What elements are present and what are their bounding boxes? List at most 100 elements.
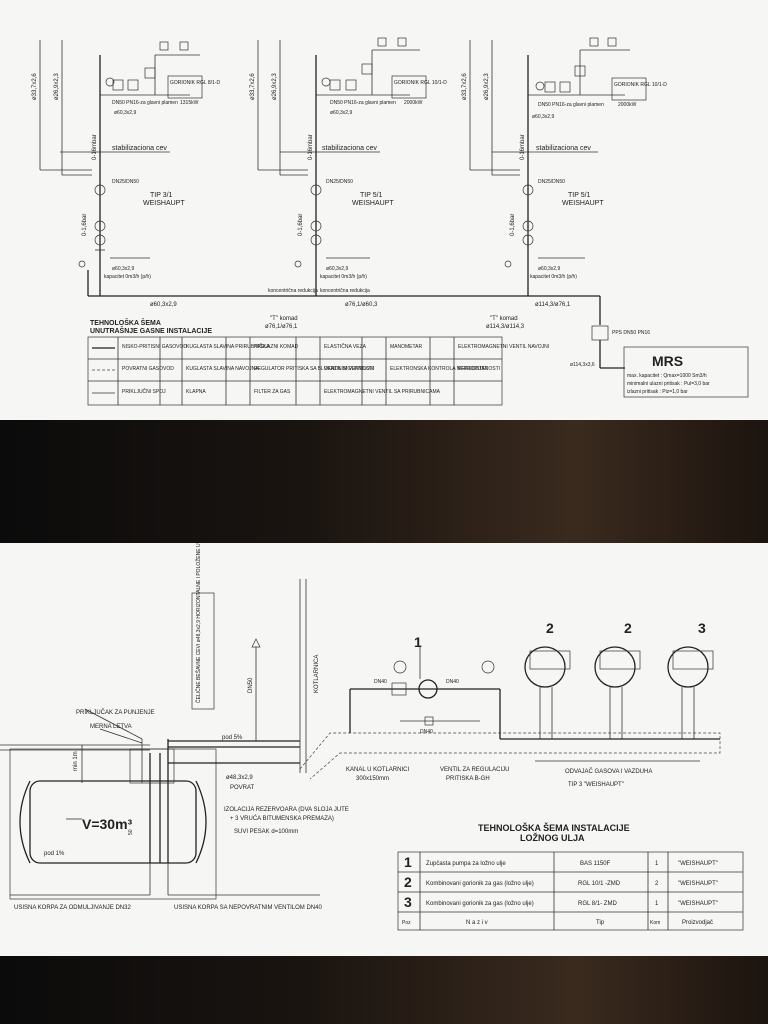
- b1-power: 1315kW: [180, 100, 199, 106]
- mrs-title: MRS: [652, 353, 683, 369]
- gas-branch-1: ø33,7x2,6 ø26,9x2,3 0-16mbar 0-1,6bar st…: [32, 40, 220, 296]
- t-komad-label-1: "T" komad: [270, 316, 298, 322]
- min-depth-label: min 1m: [73, 751, 79, 771]
- b1-dn: DN25/DN50: [112, 179, 139, 185]
- row2-proizvodjac: "WEISHAUPT": [678, 881, 718, 887]
- mrs-box: [623, 346, 749, 398]
- b2-power: 2000kW: [404, 100, 423, 106]
- mrs-line-1: max. kapacitet : Qmax=1000 Sm3/h: [627, 373, 707, 379]
- header-poz: Poz: [402, 920, 411, 926]
- dn40-c: DN40: [420, 729, 433, 735]
- legend-r1-c5: MANOMETAR: [390, 344, 423, 350]
- b2-meas: ø60,3x2,9: [330, 110, 352, 116]
- legend-r1-c4: ELASTIČNA VEZA: [324, 343, 367, 350]
- b3-meas: ø60,3x2,9: [532, 114, 554, 120]
- row3-naziv: Kombinovani gorionik za gas (ložno ulje): [426, 901, 534, 907]
- callout-3: 3: [698, 620, 706, 636]
- ventil-2: PRITISKA B-GH: [446, 776, 490, 782]
- legend-r1-c6: ELEKTROMAGNETNI VENTIL NAVOJNI: [458, 344, 549, 350]
- b3-gorionik: GORIONIK RGL 10/1-D: [614, 82, 667, 88]
- burner-2a: 2: [524, 620, 571, 739]
- b1-kratki: ø60,3x2,9: [112, 266, 134, 272]
- koncentricna-label-2: koncentrična redukcija: [320, 288, 370, 294]
- gas-schematic: ø60,3x2,9 ø76,1/ø60,3 ø114,3/ø76,1 konce…: [32, 37, 749, 406]
- b2-dn: DN25/DN50: [326, 179, 353, 185]
- header-naziv: N a z i v: [466, 920, 488, 926]
- legend-r2-c4: VENTIL SIGURNOSTI: [324, 366, 374, 372]
- gas-branch-3: ø33,7x2,6 ø26,9x2,3 0-16mbar 0-1,6bar st…: [462, 37, 667, 296]
- b1-meas: ø60,3x2,9: [114, 110, 136, 116]
- b3-bar: 0-1,6bar: [510, 214, 516, 236]
- legend-r1-c3: PRELAZNI KOMAD: [254, 344, 299, 350]
- b2-gorionik: GORIONIK RGL 10/1-D: [394, 80, 447, 86]
- mrs-line-2: minimalni ulazni pritisak : Pul=3,0 bar: [627, 381, 710, 387]
- row2-kom: 2: [655, 881, 659, 887]
- manometer-icon-2: [481, 660, 495, 674]
- b1-pressure: 0-16mbar: [92, 134, 98, 160]
- burner-2b: 2: [594, 620, 641, 739]
- b3-stab: stabilizaciona cev: [536, 145, 591, 152]
- dn50-label: DN50: [248, 677, 254, 693]
- row1-kom: 1: [655, 861, 659, 867]
- merna-letva-label: MERNA LETVA: [90, 724, 132, 730]
- scan-background-band-bottom: [0, 956, 768, 1024]
- dim-50-label: 50: [128, 829, 134, 835]
- b3-power: 2000kW: [618, 102, 637, 108]
- b3-plamen: DN50 PN16-za glavni plamen: [538, 102, 604, 108]
- row2-tip: RGL 10/1 -ZMD: [578, 881, 621, 887]
- b2-pressure: 0-16mbar: [308, 134, 314, 160]
- scan-background-band: [0, 420, 768, 543]
- oil-title-2: LOŽNOG ULJA: [520, 832, 585, 843]
- legend-r3-c4: ELEKTROMAGNETNI VENTIL SA PRIRUBNICAMA: [324, 389, 441, 395]
- b1-reduk: kapacitet 0m3/h (p/h): [104, 274, 151, 280]
- odvajac-label: ODVAJAČ GASOVA I VAZDUHA: [565, 768, 652, 775]
- pps-label: PPS DN50 PN16: [612, 330, 650, 336]
- b3-dn: DN25/DN50: [538, 179, 565, 185]
- t-komad-size-1: ø76,1/ø76,1: [265, 324, 298, 330]
- b2-tip-1: TIP 5/1: [360, 192, 383, 199]
- callout-1: 1: [414, 634, 422, 650]
- usisna-2: USISNA KORPA SA NEPOVRATNIM VENTILOM DN4…: [174, 905, 322, 911]
- row3-poz: 3: [404, 894, 412, 910]
- pps-symbol: [591, 325, 609, 341]
- header-tip: Tip: [596, 920, 605, 926]
- dn40-b: DN40: [446, 679, 459, 685]
- b3-tip-2: WEISHAUPT: [562, 200, 604, 207]
- row1-proizvodjac: "WEISHAUPT": [678, 861, 718, 867]
- gas-title-1: TEHNOLOŠKA ŠEMA: [90, 318, 161, 327]
- header-proizvodjac: Proizvodjač: [682, 920, 713, 926]
- legend-r2-c1: POVRATNI GASOVOD: [122, 366, 174, 372]
- koncentricna-label-1: koncentrična redukcija: [268, 288, 318, 294]
- gas-installation-sheet: ø60,3x2,9 ø76,1/ø60,3 ø114,3/ø76,1 konce…: [0, 0, 768, 420]
- row3-proizvodjac: "WEISHAUPT": [678, 901, 718, 907]
- prikljucak-label: PRIKLJUČAK ZA PUNJENJE: [76, 709, 155, 716]
- tank-volume: V=30m³: [82, 816, 133, 832]
- b1-pipe-b: ø26,9x2,3: [54, 73, 60, 100]
- tip3-label: TIP 3 "WEISHAUPT": [568, 782, 624, 788]
- row2-poz: 2: [404, 874, 412, 890]
- b2-reduk: kapacitet 0m3/h (p/h): [320, 274, 367, 280]
- row2-naziv: Kombinovani gorionik za gas (ložno ulje): [426, 881, 534, 887]
- callout-2a: 2: [546, 620, 554, 636]
- legend-r1-c1: NISKO-PRITISNI GASOVOD: [122, 344, 187, 350]
- izolacija-2: + 3 VRUĆA BITUMENSKA PREMAZA): [230, 815, 334, 822]
- callout-2b: 2: [624, 620, 632, 636]
- b2-bar: 0-1,6bar: [298, 214, 304, 236]
- tank-slope-label: pod 1%: [44, 851, 65, 857]
- b2-stab: stabilizaciona cev: [322, 145, 377, 152]
- vertical-note-box: [191, 592, 215, 710]
- gas-branch-2: ø33,7x2,6 ø26,9x2,3 0-16mbar 0-1,6bar st…: [250, 37, 447, 296]
- main-pipe-left-label: ø60,3x2,9: [150, 302, 177, 308]
- povrat-label: POVRAT: [230, 785, 255, 791]
- b1-tip-2: WEISHAUPT: [143, 200, 185, 207]
- legend-r3-c1: PRIKLJUČNI SPOJ: [122, 388, 166, 395]
- vent-cap: [251, 638, 261, 648]
- gas-title-2: UNUTRAŠNJE GASNE INSTALACIJE: [90, 326, 212, 335]
- usisna-1: USISNA KORPA ZA ODMULJIVANJE DN32: [14, 905, 131, 911]
- t-komad-size-2: ø114,3/ø114,3: [486, 324, 525, 330]
- b3-reduk: kapacitet 0m3/h (p/h): [530, 274, 577, 280]
- legend-r3-c3: FILTER ZA GAS: [254, 389, 291, 395]
- b1-tip-1: TIP 3/1: [150, 192, 173, 199]
- mrs-pipe-label: ø114,3x3,6: [570, 362, 595, 368]
- oil-installation-sheet: V=30m³ pod 1% PRIKLJUČAK ZA PUNJENJE MER…: [0, 543, 768, 956]
